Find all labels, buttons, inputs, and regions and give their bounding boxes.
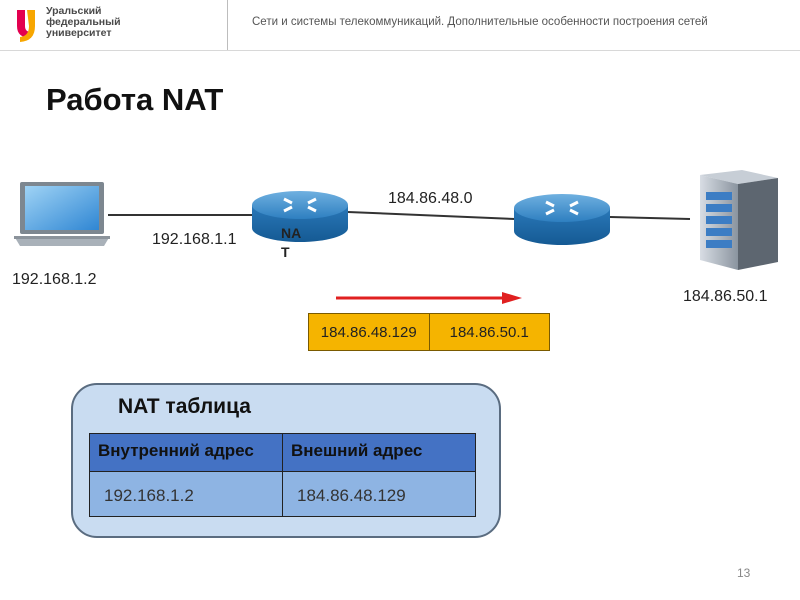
- table-cell-outer: 184.86.48.129: [282, 471, 476, 517]
- table-header-row: Внутренний адрес Внешний адрес: [89, 433, 476, 472]
- nat-label: NAT: [281, 225, 302, 260]
- link-router-router: [347, 211, 516, 220]
- server-icon: [700, 170, 778, 270]
- header-caption: Сети и системы телекоммуникаций. Дополни…: [252, 16, 708, 28]
- link-router-server: [609, 216, 691, 220]
- page-number: 13: [737, 566, 751, 580]
- nat-table-title: NAT таблица: [118, 395, 251, 418]
- laptop-icon: [14, 182, 110, 246]
- header-divider: [227, 0, 228, 50]
- packet-destination-address: 184.86.50.1: [428, 314, 550, 350]
- column-header-inner: Внутренний адрес: [89, 433, 283, 472]
- wan-network-label: 184.86.48.0: [388, 190, 473, 207]
- laptop-ip-label: 192.168.1.2: [12, 271, 97, 288]
- university-logo-icon: [17, 10, 35, 42]
- table-row: 192.168.1.2 184.86.48.129: [89, 471, 476, 517]
- nat-table: Внутренний адрес Внешний адрес 192.168.1…: [89, 433, 476, 517]
- router-inner-ip-label: 192.168.1.1: [152, 231, 237, 248]
- server-ip-label: 184.86.50.1: [683, 288, 768, 305]
- packet-header: 184.86.48.129 184.86.50.1: [308, 313, 550, 351]
- university-logo-text: Уральский федеральный университет: [46, 6, 121, 39]
- router-icon: [252, 191, 348, 242]
- header-underline: [0, 50, 800, 51]
- logo-line: университет: [46, 27, 112, 39]
- page-title: Работа NAT: [46, 82, 224, 117]
- packet-direction-arrow: [336, 292, 522, 304]
- logo-line: федеральный: [46, 16, 121, 28]
- column-header-outer: Внешний адрес: [282, 433, 476, 472]
- packet-source-address: 184.86.48.129: [320, 323, 417, 341]
- logo-line: Уральский: [46, 5, 102, 17]
- table-cell-inner: 192.168.1.2: [89, 471, 283, 517]
- router-icon: [514, 194, 610, 245]
